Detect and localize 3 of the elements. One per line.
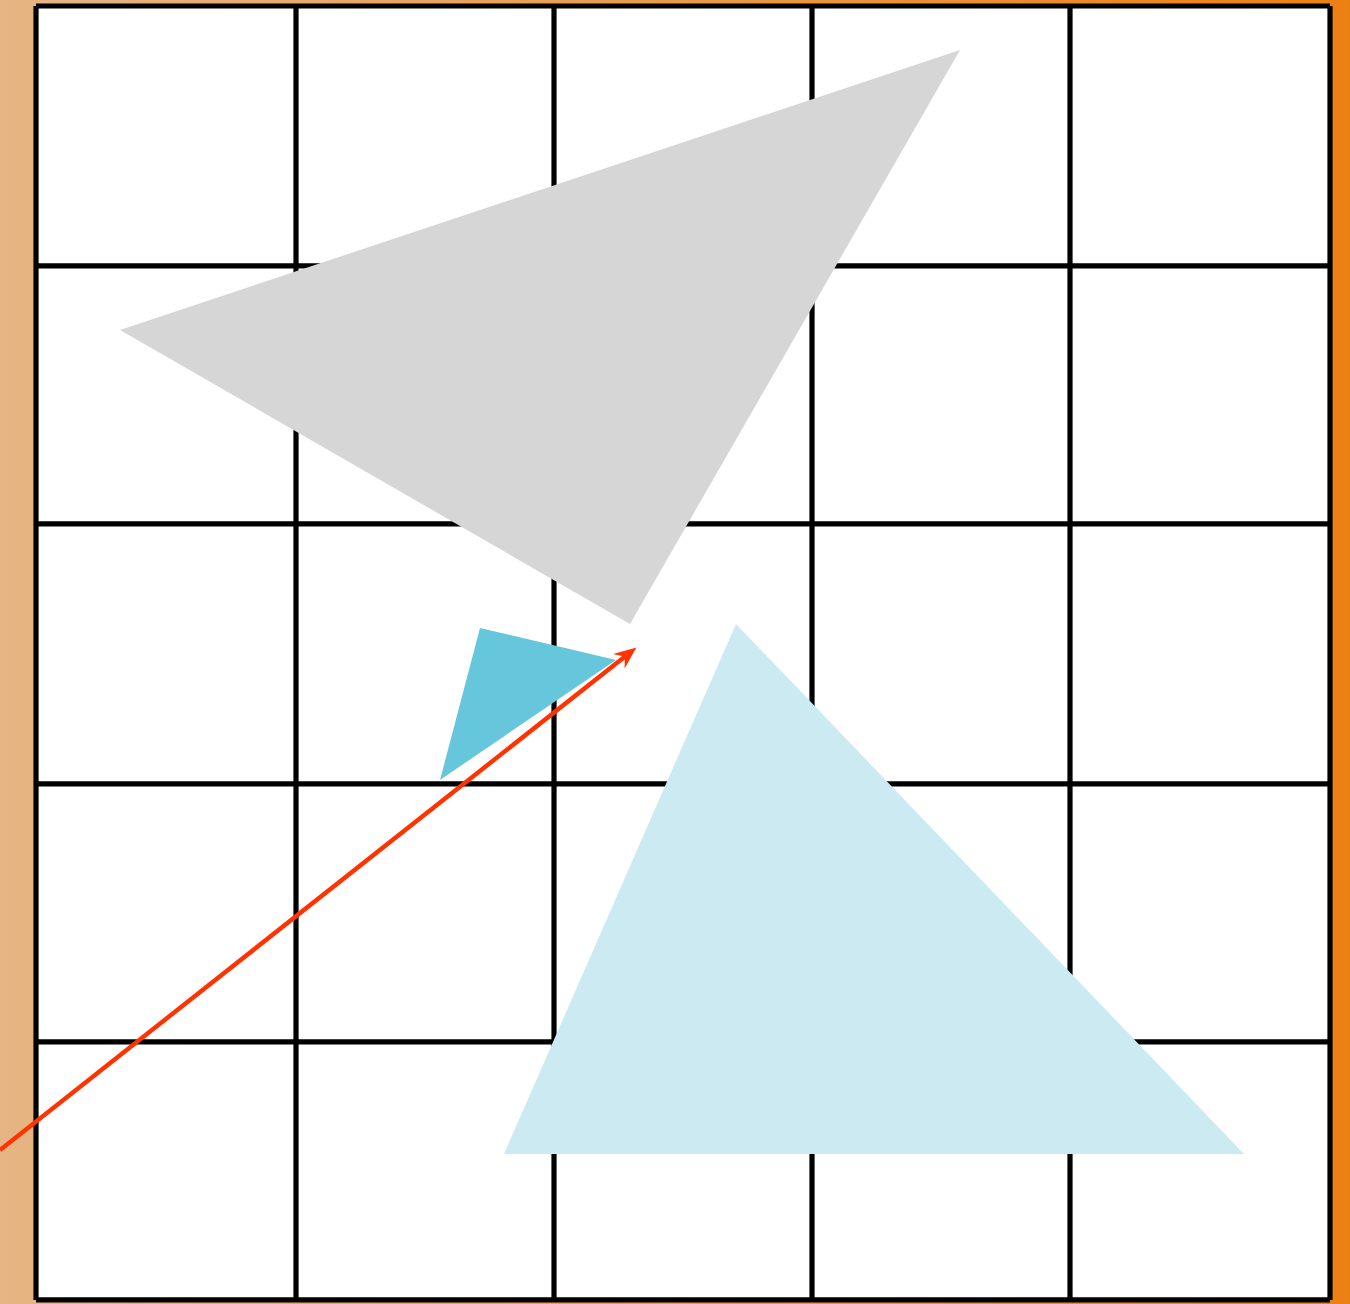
triangle — [440, 628, 616, 780]
triangle — [120, 49, 960, 624]
triangle — [504, 623, 1244, 1154]
